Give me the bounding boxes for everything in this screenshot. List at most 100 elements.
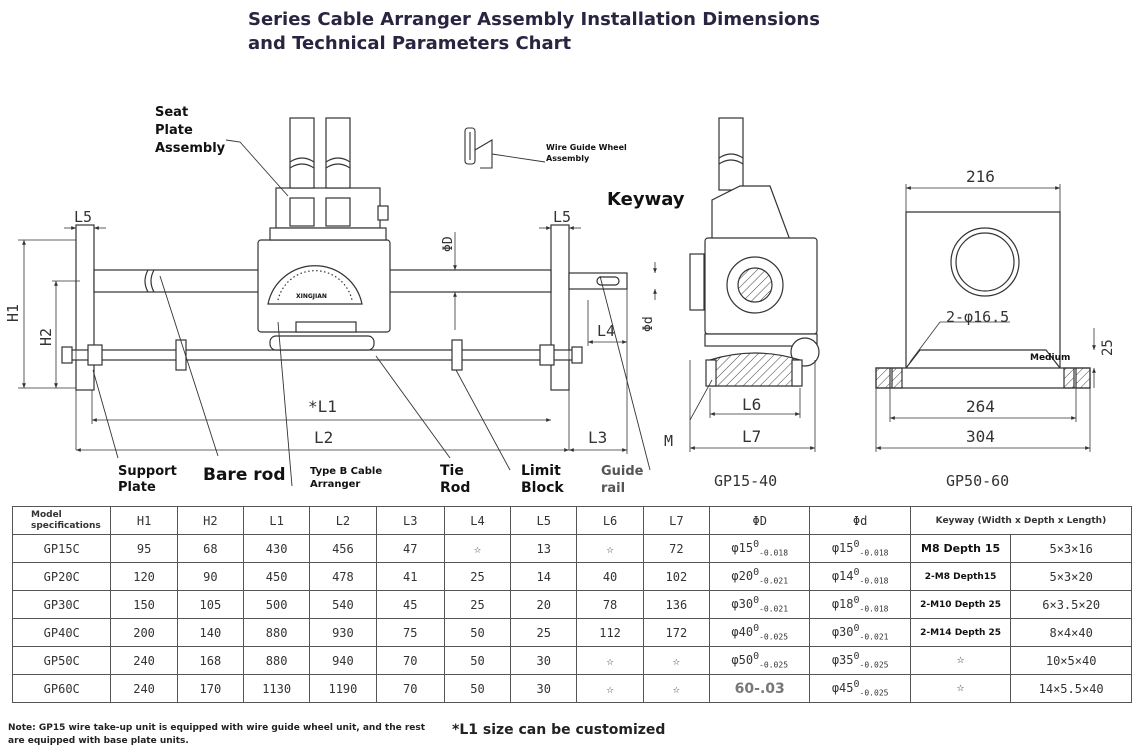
cell-small-d: φ140-0.018 xyxy=(809,562,911,591)
cell-h2: 68 xyxy=(176,534,245,563)
table-row: GP15C 95 68 430 456 47 ☆ 13 ☆ 72 φ150-0.… xyxy=(11,534,1132,563)
page-title: Series Cable Arranger Assembly Installat… xyxy=(248,8,820,56)
cell-l1: 450 xyxy=(242,562,311,591)
cell-l4: ☆ xyxy=(443,534,512,563)
header-l1: L1 xyxy=(242,506,311,535)
cell-small-d: φ300-0.021 xyxy=(809,618,911,647)
dim-216: 216 xyxy=(966,167,995,186)
dim-m: M xyxy=(664,432,673,450)
cell-big-d: φ500-0.025 xyxy=(708,646,811,675)
cell-l3: 45 xyxy=(375,590,445,619)
cell-small-d: φ150-0.018 xyxy=(809,534,911,563)
dim-h2: H2 xyxy=(37,328,55,346)
cell-model: GP30C xyxy=(11,590,112,619)
header-l7: L7 xyxy=(642,506,710,535)
cell-h2: 105 xyxy=(176,590,245,619)
cell-keyway: 5×3×20 xyxy=(1010,562,1132,591)
label-limit-block-2: Block xyxy=(521,480,564,496)
cell-model: GP50C xyxy=(11,646,112,675)
cell-l7: ☆ xyxy=(642,646,710,675)
cell-mount: 2-M14 Depth 25 xyxy=(909,618,1012,647)
cell-small-d: φ180-0.018 xyxy=(809,590,911,619)
dim-l3: L3 xyxy=(588,428,607,447)
cell-l7: 102 xyxy=(642,562,710,591)
cell-l7: 72 xyxy=(642,534,710,563)
cell-l5: 30 xyxy=(510,674,578,703)
cell-small-d: φ450-0.025 xyxy=(809,674,911,703)
cell-model: GP15C xyxy=(11,534,112,563)
cell-keyway: 6×3.5×20 xyxy=(1010,590,1132,619)
dim-phi-big-d: ΦD xyxy=(441,236,456,252)
cell-l6: ☆ xyxy=(576,646,644,675)
label-support-plate: Support xyxy=(118,464,177,479)
cell-l2: 930 xyxy=(309,618,377,647)
header-l6: L6 xyxy=(576,506,644,535)
label-support-plate-2: Plate xyxy=(118,480,156,495)
cell-l3: 75 xyxy=(375,618,445,647)
table-row: GP60C 240 170 1130 1190 70 50 30 ☆ ☆ 60-… xyxy=(11,674,1132,703)
label-seat-plate-2: Plate xyxy=(155,123,193,138)
dim-h1: H1 xyxy=(4,304,22,322)
brand-logo-text: XINGJIAN xyxy=(296,293,327,300)
dim-l4: L4 xyxy=(597,322,615,340)
cell-keyway: 5×3×16 xyxy=(1010,534,1132,563)
dim-l2: L2 xyxy=(314,428,333,447)
cell-l2: 478 xyxy=(309,562,377,591)
front-view xyxy=(18,117,657,487)
cell-h1: 150 xyxy=(110,590,178,619)
cell-h2: 90 xyxy=(176,562,245,591)
cell-keyway: 10×5×40 xyxy=(1010,646,1132,675)
label-tie-rod-2: Rod xyxy=(440,480,470,496)
cell-keyway: 8×4×40 xyxy=(1010,618,1132,647)
cell-l5: 20 xyxy=(510,590,578,619)
cell-big-d: φ200-0.021 xyxy=(708,562,811,591)
header-l3: L3 xyxy=(375,506,445,535)
cell-l6: ☆ xyxy=(576,534,644,563)
cell-big-d: φ150-0.018 xyxy=(708,534,811,563)
cell-l6: ☆ xyxy=(576,674,644,703)
cell-l5: 25 xyxy=(510,618,578,647)
cell-big-d: φ400-0.025 xyxy=(708,618,811,647)
label-wire-guide: Wire Guide Wheel xyxy=(546,143,627,152)
cell-mount: ☆ xyxy=(909,646,1012,675)
cell-h1: 240 xyxy=(110,646,178,675)
cell-small-d: φ350-0.025 xyxy=(809,646,911,675)
cell-l4: 25 xyxy=(443,562,512,591)
cell-l1: 880 xyxy=(242,646,311,675)
header-h2: H2 xyxy=(176,506,245,535)
dim-l6: L6 xyxy=(742,395,761,414)
header-l2: L2 xyxy=(309,506,377,535)
cell-model: GP20C xyxy=(11,562,112,591)
label-limit-block: Limit xyxy=(521,463,561,479)
label-guide-rail-2: rail xyxy=(601,481,625,496)
cell-l2: 940 xyxy=(309,646,377,675)
wire-guide-wheel-icon xyxy=(464,127,546,169)
cell-l4: 25 xyxy=(443,590,512,619)
cell-l4: 50 xyxy=(443,646,512,675)
base-plate xyxy=(709,352,801,387)
label-tie-rod: Tie xyxy=(440,463,464,479)
label-gp15-40: GP15-40 xyxy=(714,472,777,490)
cell-l3: 47 xyxy=(375,534,445,563)
cell-l3: 70 xyxy=(375,674,445,703)
title-line-2: and Technical Parameters Chart xyxy=(248,33,572,54)
cell-h1: 95 xyxy=(110,534,178,563)
cell-h2: 168 xyxy=(176,646,245,675)
cell-model: GP60C xyxy=(11,674,112,703)
header-l4: L4 xyxy=(443,506,512,535)
cell-l4: 50 xyxy=(443,674,512,703)
cell-l4: 50 xyxy=(443,618,512,647)
cell-l2: 456 xyxy=(309,534,377,563)
dim-304: 304 xyxy=(966,427,995,446)
table-row: GP40C 200 140 880 930 75 50 25 112 172 φ… xyxy=(11,618,1132,647)
cell-l1: 1130 xyxy=(242,674,311,703)
cell-h2: 140 xyxy=(176,618,245,647)
cell-mount: 2-M10 Depth 25 xyxy=(909,590,1012,619)
table-row: GP20C 120 90 450 478 41 25 14 40 102 φ20… xyxy=(11,562,1132,591)
label-cable-arranger: Type B Cable xyxy=(310,466,382,477)
cell-mount: M8 Depth 15 xyxy=(909,534,1012,563)
header-l5: L5 xyxy=(510,506,578,535)
cell-l7: 136 xyxy=(642,590,710,619)
